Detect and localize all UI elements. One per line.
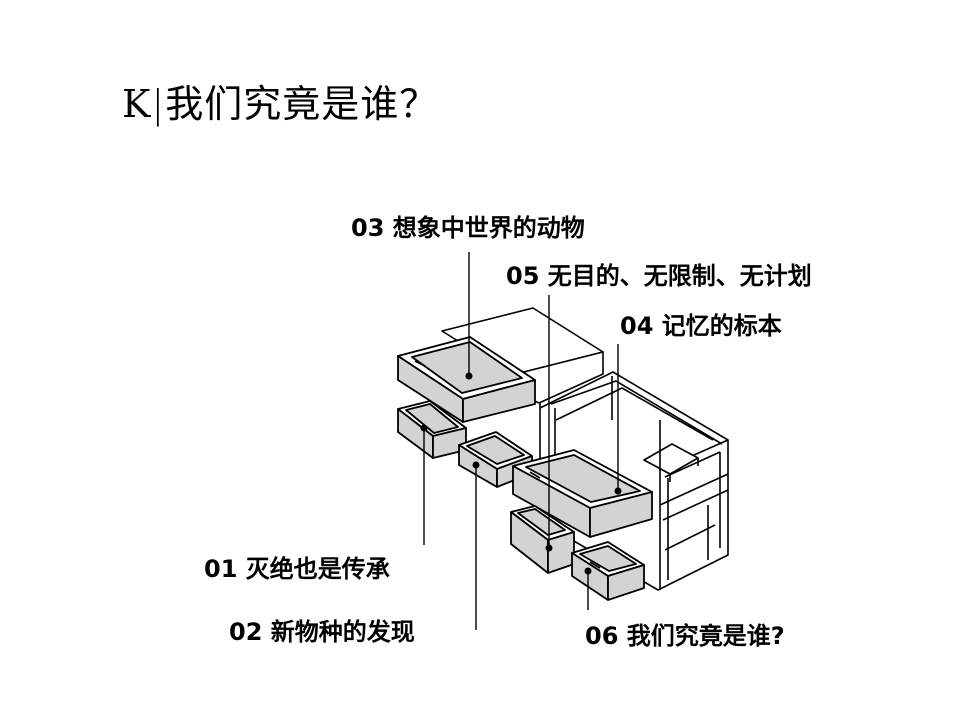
slide-title: K|我们究竟是谁？: [122, 74, 438, 134]
title-prefix: K: [122, 82, 152, 126]
drawer-03: [397, 336, 536, 423]
label-02: 02 新物种的发现: [229, 618, 415, 646]
label-05: 05 无目的、无限制、无计划: [506, 262, 812, 290]
drawer-06: [571, 541, 645, 601]
title-text: 我们究竟是谁？: [165, 82, 439, 126]
frame-plate: [643, 443, 699, 475]
label-04: 04 记忆的标本: [620, 312, 782, 340]
drawer-05: [510, 505, 575, 574]
label-01: 01 灭绝也是传承: [204, 555, 390, 583]
title-divider: |: [151, 82, 166, 126]
label-03: 03 想象中世界的动物: [351, 214, 585, 242]
label-06: 06 我们究竟是谁?: [585, 622, 785, 650]
